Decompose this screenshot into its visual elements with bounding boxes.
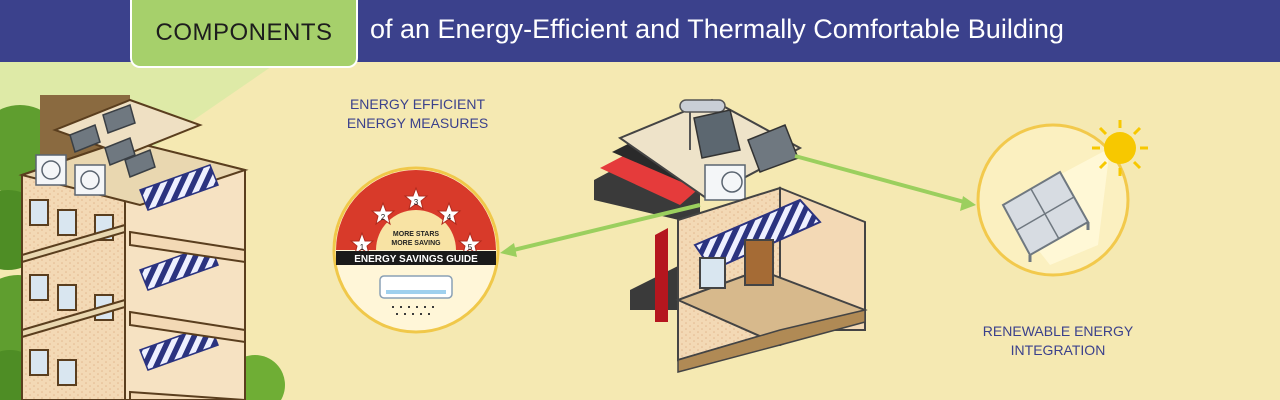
energy-label-tagline-1: MORE STARS xyxy=(393,231,439,238)
rating-stars xyxy=(349,186,483,256)
rating-star xyxy=(349,231,375,256)
star-number: 4 xyxy=(447,213,452,222)
apartment-building xyxy=(18,95,249,400)
energy-efficient-label-line2: ENERGY MEASURES xyxy=(346,115,489,131)
energy-rating-label: 1 2 3 4 5 MORE STARS MORE SAVING ENERGY … xyxy=(332,166,500,334)
renewable-energy-label-line1: RENEWABLE ENERGY xyxy=(982,323,1134,339)
renewable-energy-icon xyxy=(976,120,1148,277)
star-number: 5 xyxy=(468,243,473,252)
renewable-energy-label: RENEWABLE ENERGY INTEGRATION xyxy=(965,322,1151,360)
energy-label-tagline-2: MORE SAVING xyxy=(391,240,441,247)
apartment-awnings xyxy=(129,164,246,400)
rating-star xyxy=(457,231,483,256)
sun-icon xyxy=(1104,132,1136,164)
air-conditioner-icon xyxy=(379,275,453,299)
arrow-head-left xyxy=(500,243,517,257)
arrow-head-right xyxy=(960,196,976,211)
renewable-energy-label-line2: INTEGRATION xyxy=(1010,342,1106,358)
page-title: of an Energy-Efficient and Thermally Com… xyxy=(370,14,1064,44)
arrows xyxy=(500,154,976,257)
energy-efficient-label: ENERGY EFFICIENT ENERGY MEASURES xyxy=(330,95,505,133)
energy-label-banner: ENERGY SAVINGS GUIDE xyxy=(354,254,478,265)
star-number: 3 xyxy=(414,198,419,207)
rating-star xyxy=(436,201,462,226)
star-number: 1 xyxy=(360,243,365,252)
solar-water-heater xyxy=(679,99,741,159)
rating-star xyxy=(370,201,396,226)
components-badge: COMPONENTS xyxy=(130,0,358,68)
energy-efficient-label-line1: ENERGY EFFICIENT xyxy=(349,96,486,112)
center-house xyxy=(594,98,868,373)
rating-star xyxy=(403,186,429,211)
star-number: 2 xyxy=(381,213,386,222)
house-ac-unit xyxy=(704,164,746,201)
